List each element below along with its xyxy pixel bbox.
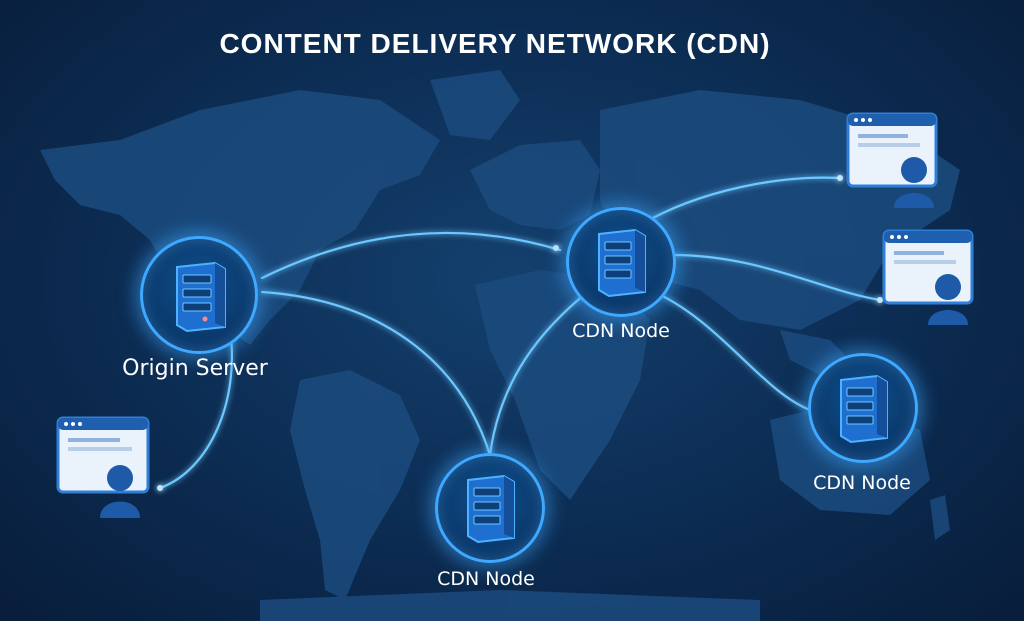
server-icon [840, 374, 888, 444]
origin-server-label: Origin Server [122, 356, 268, 381]
server-icon [467, 474, 515, 544]
link-cdn-bottom-to-cdn-center [488, 288, 592, 457]
continent-antarctica [260, 590, 760, 621]
continent-europe [470, 140, 600, 230]
client-bottom-left[interactable] [56, 416, 152, 518]
link-endpoint [877, 297, 883, 303]
origin-server-node[interactable] [140, 236, 258, 354]
link-origin-to-client-left [158, 328, 234, 490]
cdn-node-bottom-label: CDN Node [437, 568, 535, 590]
client-mid-right[interactable] [882, 229, 976, 325]
server-icon [176, 261, 226, 333]
link-endpoint [553, 245, 559, 251]
diagram-title: CONTENT DELIVERY NETWORK (CDN) [219, 28, 771, 59]
user-browser-icon [882, 229, 974, 325]
link-cdn-center-to-client-top-right [638, 176, 842, 227]
user-browser-icon [56, 416, 150, 518]
link-origin-to-cdn-bottom [260, 290, 492, 457]
link-cdn-center-to-cdn-right [648, 288, 812, 412]
cdn-node-center[interactable] [566, 207, 676, 317]
server-icon [598, 228, 646, 298]
continent-north-america [40, 90, 440, 345]
cdn-node-center-label: CDN Node [572, 320, 670, 342]
continent-africa [475, 270, 650, 500]
continent-south-america [290, 370, 420, 600]
continent-greenland [430, 70, 520, 140]
continent-new-zealand [930, 495, 950, 540]
cdn-node-right-label: CDN Node [813, 472, 911, 494]
user-browser-icon [846, 112, 938, 208]
link-endpoint [157, 485, 163, 491]
link-cdn-center-to-client-mid-right [670, 253, 882, 302]
link-origin-to-cdn-center [260, 231, 562, 280]
cdn-node-bottom[interactable] [435, 453, 545, 563]
client-top-right[interactable] [846, 112, 940, 208]
link-endpoint [837, 175, 843, 181]
cdn-node-right[interactable] [808, 353, 918, 463]
